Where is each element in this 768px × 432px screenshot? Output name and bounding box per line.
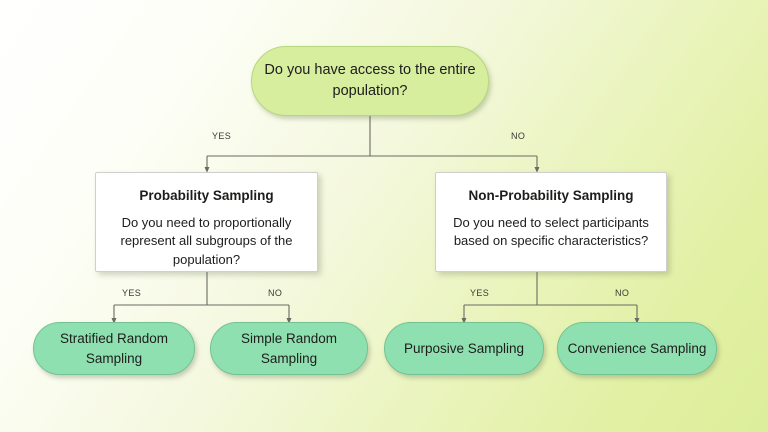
edge-label-left-yes: YES <box>122 288 142 298</box>
edge-label-left-no: NO <box>268 288 283 298</box>
node-probability-sampling-title: Probability Sampling <box>139 188 274 203</box>
node-non-probability-sampling-title: Non-Probability Sampling <box>468 188 634 203</box>
node-convenience-sampling-label: Convenience Sampling <box>567 340 707 356</box>
edge-label-root-no: NO <box>511 131 526 141</box>
node-probability-sampling[interactable]: Probability Sampling Do you need to prop… <box>95 172 318 272</box>
node-root-decision[interactable]: Do you have access to the entire populat… <box>251 46 489 116</box>
node-root-label: Do you have access to the entire populat… <box>264 62 476 99</box>
node-non-probability-sampling[interactable]: Non-Probability Sampling Do you need to … <box>435 172 667 272</box>
node-convenience-sampling[interactable]: Convenience Sampling <box>557 322 717 375</box>
node-probability-sampling-question: Do you need to proportionally represent … <box>120 214 293 268</box>
edge-label-root-yes: YES <box>212 131 232 141</box>
node-purposive-sampling[interactable]: Purposive Sampling <box>384 322 544 375</box>
node-purposive-sampling-label: Purposive Sampling <box>403 340 525 356</box>
edge-label-right-yes: YES <box>470 288 490 298</box>
node-simple-random-sampling-label: Simple Random Sampling <box>240 330 338 366</box>
edge-label-right-no: NO <box>615 288 630 298</box>
node-simple-random-sampling[interactable]: Simple Random Sampling <box>210 322 368 375</box>
node-stratified-random-sampling-label: Stratified Random Sampling <box>59 330 169 366</box>
node-non-probability-sampling-question: Do you need to select participants based… <box>453 214 649 249</box>
node-stratified-random-sampling[interactable]: Stratified Random Sampling <box>33 322 195 375</box>
